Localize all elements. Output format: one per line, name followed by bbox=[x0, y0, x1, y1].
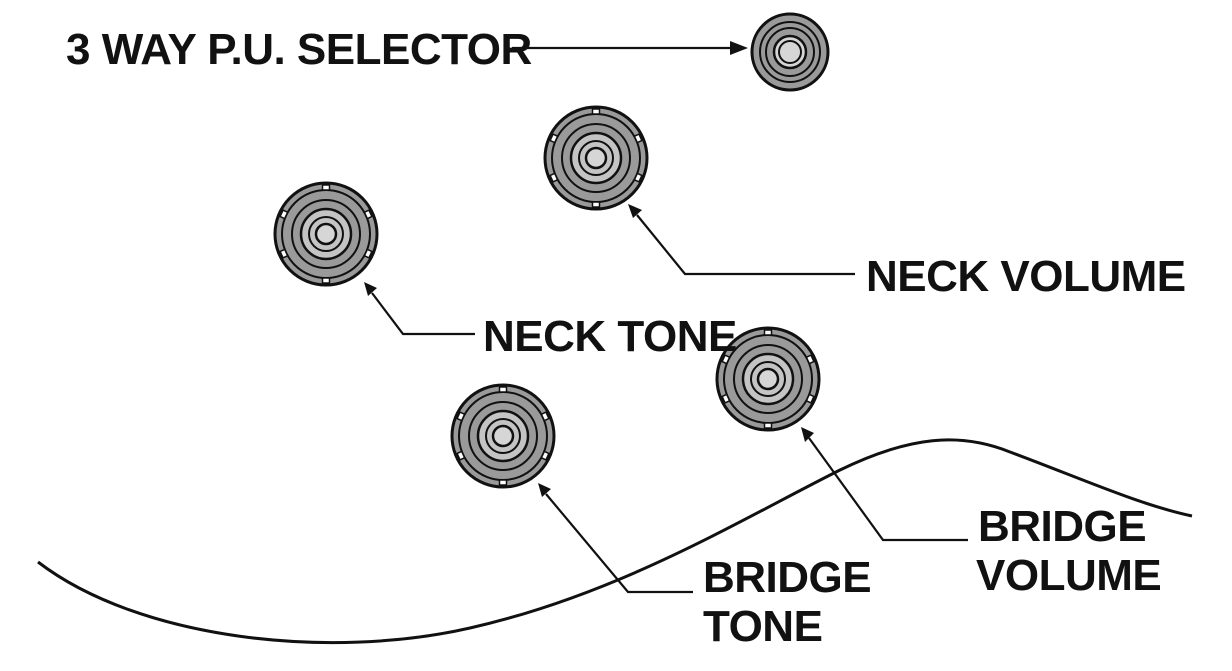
control-knob-icon bbox=[450, 383, 556, 489]
control-knob-icon bbox=[715, 326, 821, 432]
bridge-tone-label-line2: TONE bbox=[703, 602, 822, 651]
guitar-body-outline bbox=[37, 438, 1193, 645]
neck-volume-leader-line bbox=[636, 214, 855, 276]
bridge-volume-knob[interactable] bbox=[715, 326, 821, 432]
toggle-switch-icon bbox=[750, 12, 830, 92]
neck-tone-label: NECK TONE bbox=[483, 312, 737, 361]
control-knob-icon bbox=[273, 181, 379, 287]
selector-arrowhead bbox=[730, 41, 748, 55]
bridge-tone-label-line1: BRIDGE bbox=[703, 553, 871, 602]
neck-tone-arrowhead bbox=[364, 282, 377, 296]
neck-volume-knob[interactable] bbox=[543, 105, 649, 211]
bridge-volume-arrowhead bbox=[801, 427, 814, 442]
bridge-tone-leader-line bbox=[545, 493, 693, 594]
neck-tone-leader-line bbox=[371, 292, 475, 336]
neck-tone-knob[interactable] bbox=[273, 181, 379, 287]
bridge-tone-arrowhead bbox=[538, 483, 551, 497]
bridge-volume-label-line2: VOLUME bbox=[976, 551, 1161, 600]
selector-label: 3 WAY P.U. SELECTOR bbox=[66, 25, 532, 74]
neck-volume-arrowhead bbox=[628, 204, 642, 218]
control-knob-icon bbox=[543, 105, 649, 211]
bridge-volume-label-line1: BRIDGE bbox=[978, 502, 1146, 551]
bridge-volume-leader-line bbox=[808, 437, 968, 542]
pickup-selector-switch[interactable] bbox=[750, 12, 830, 92]
neck-volume-label: NECK VOLUME bbox=[866, 252, 1186, 301]
bridge-tone-knob[interactable] bbox=[450, 383, 556, 489]
